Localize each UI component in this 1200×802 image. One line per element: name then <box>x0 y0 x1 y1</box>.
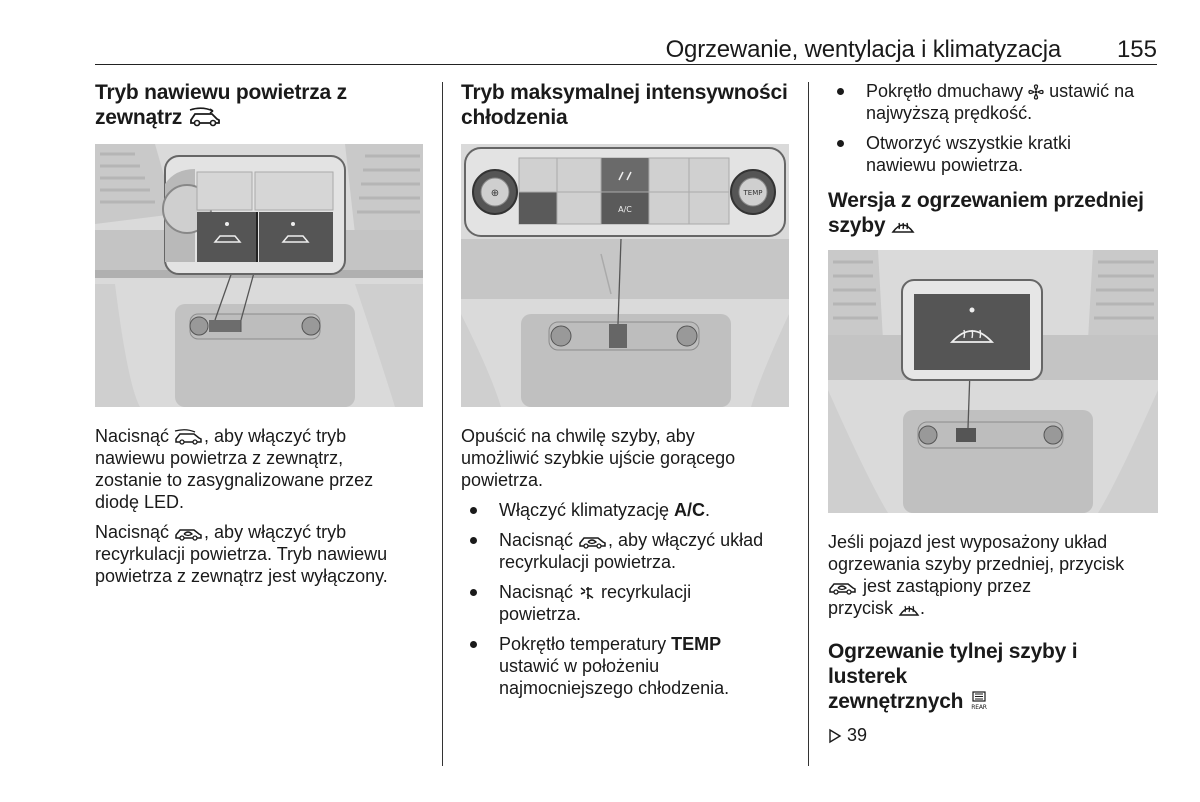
illustration-outside-air-button <box>95 144 423 407</box>
rear-window-heating-icon: REAR <box>971 691 987 711</box>
arrow-reference-icon <box>829 728 842 744</box>
list-item: Nacisnąć recyrkulacji powietrza. <box>461 581 791 625</box>
page-number: 155 <box>1116 36 1157 63</box>
bullet-icon <box>837 88 844 95</box>
section-heading-windscreen-heating: Wersja z ogrzewaniem przedniej szyby <box>828 189 1144 237</box>
recirculation-icon <box>829 583 856 595</box>
svg-text:REAR: REAR <box>971 704 986 711</box>
column-divider <box>808 82 809 766</box>
column-divider <box>442 82 443 766</box>
ac-button-label: A/C <box>618 205 632 214</box>
list-item: Otworzyć wszystkie kratki nawiewu powiet… <box>828 132 1158 176</box>
fan-icon <box>1028 84 1044 100</box>
paragraph-open-windows: Opuścić na chwilę szyby, aby umożliwić s… <box>461 426 736 490</box>
paragraph-windscreen-heating: Jeśli pojazd jest wyposażony układ ogrze… <box>828 532 1125 618</box>
page-header: Ogrzewanie, wentylacja i klimatyzacja 15… <box>95 30 1157 65</box>
recirculation-icon <box>175 529 202 541</box>
column-3: Pokrętło dmuchawy ustawić na najwyższą p… <box>828 80 1158 746</box>
temp-knob-label: TEMP <box>743 189 763 197</box>
windscreen-heating-icon <box>898 605 920 616</box>
max-ac-icon <box>580 587 594 599</box>
section-heading-outside-air: Tryb nawiewu powietrza z zewnątrz <box>95 81 347 129</box>
windscreen-heating-icon <box>891 222 915 233</box>
list-item: Pokrętło dmuchawy ustawić na najwyższą p… <box>828 80 1158 124</box>
bullet-icon <box>470 507 477 514</box>
outside-air-icon <box>189 107 220 127</box>
section-heading-max-cooling: Tryb maksymalnej intensywności chłodzeni… <box>461 81 788 129</box>
chapter-title: Ogrzewanie, wentylacja i klimatyzacja <box>665 36 1062 63</box>
outside-air-icon <box>174 429 202 445</box>
list-item: Nacisnąć , aby włączyć układ recyrkulacj… <box>461 529 791 573</box>
list-item: Włączyć klimatyzację A/C. <box>461 499 791 521</box>
bullet-icon <box>470 537 477 544</box>
page-reference: 39 <box>828 724 1158 746</box>
blower-steps: Pokrętło dmuchawy ustawić na najwyższą p… <box>828 80 1158 176</box>
bullet-icon <box>470 641 477 648</box>
paragraph-recirculation: Nacisnąć , aby włączyć tryb recyrkulacji… <box>95 522 388 586</box>
svg-text:⊕: ⊕ <box>491 188 499 199</box>
column-1: Tryb nawiewu powietrza z zewnątrz <box>95 80 425 587</box>
list-item: Pokrętło temperatury TEMP ustawić w poło… <box>461 633 791 699</box>
bullet-icon <box>470 589 477 596</box>
max-cooling-steps: Włączyć klimatyzację A/C. Nacisnąć , aby… <box>461 499 791 699</box>
section-heading-rear-window-heating: Ogrzewanie tylnej szyby i lusterek zewnę… <box>828 640 1078 713</box>
recirculation-icon <box>579 537 606 549</box>
illustration-max-cooling: ⊕ TEMP A/C <box>461 144 789 407</box>
paragraph-outside-air: Nacisnąć , aby włączyć tryb nawiewu powi… <box>95 426 374 512</box>
column-2: Tryb maksymalnej intensywności chłodzeni… <box>461 80 791 707</box>
bullet-icon <box>837 140 844 147</box>
illustration-windscreen-button <box>828 250 1158 513</box>
